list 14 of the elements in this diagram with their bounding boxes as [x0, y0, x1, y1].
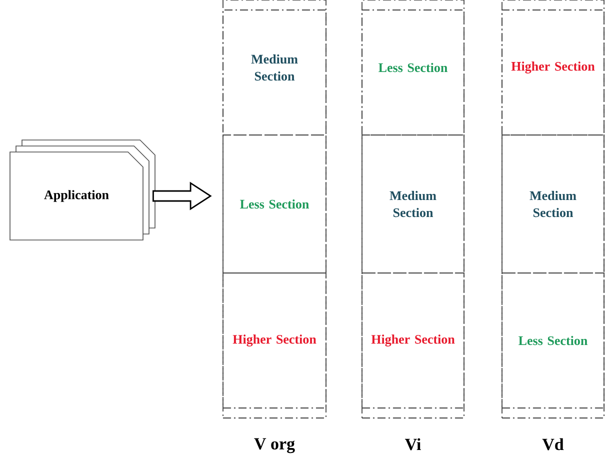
block-arrow — [152, 182, 212, 210]
section-cell: Medium Section — [222, 0, 326, 136]
section-cell: Higher Section — [502, 0, 604, 136]
section-cell: Less Section — [502, 272, 604, 408]
section-cell: Higher Section — [362, 272, 464, 408]
section-cell: Medium Section — [502, 134, 604, 274]
section-cell: Medium Section — [362, 134, 464, 274]
node-label: Vi — [405, 438, 421, 450]
document-stack: Application — [10, 140, 156, 240]
section-cell: Less Section — [362, 0, 464, 136]
node-label: V org — [254, 438, 295, 454]
section-cell: Higher Section — [222, 272, 326, 408]
section-cell: Less Section — [222, 134, 326, 274]
node-label: Vd — [542, 438, 564, 450]
